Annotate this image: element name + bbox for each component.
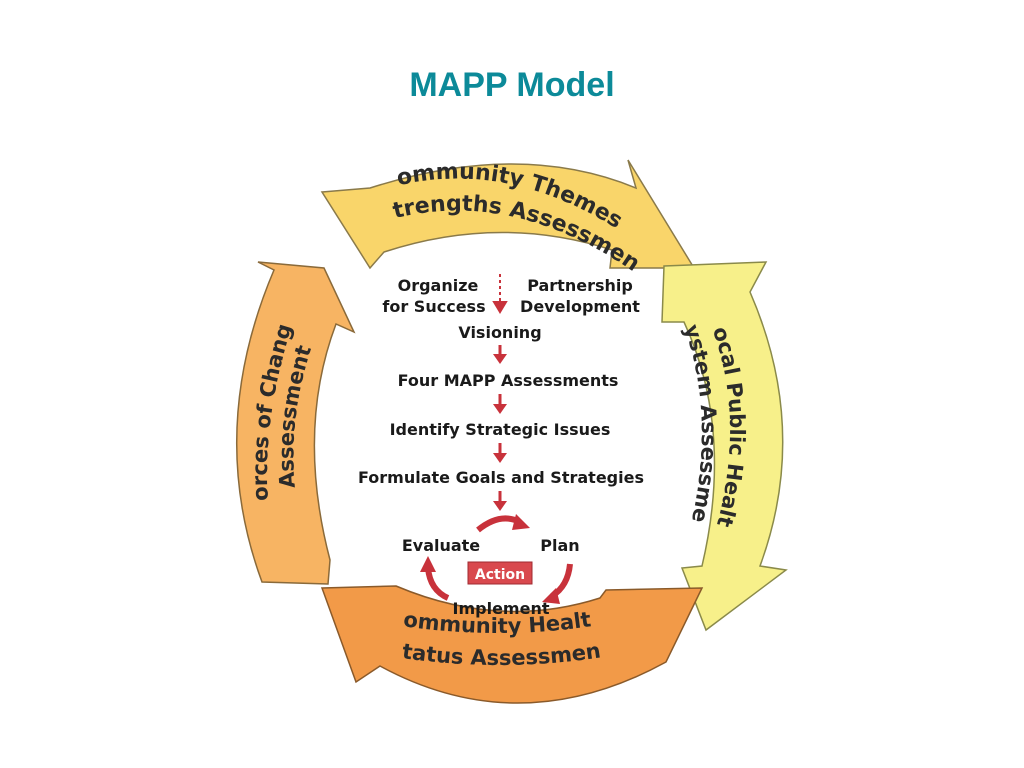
step-goals-strategies: Formulate Goals and Strategies — [358, 468, 644, 487]
arc-bottom-shape — [320, 585, 704, 704]
arc-community-health-status: Community Health Status Assessment — [0, 0, 704, 704]
arrow-down-icon — [493, 394, 507, 414]
step-plan: Plan — [540, 536, 579, 555]
cycle-arrowhead-icon — [512, 514, 530, 530]
process-flow: Organize for Success Partnership Develop… — [358, 274, 644, 618]
step-implement: Implement — [453, 599, 550, 618]
step-partnership-line1: Partnership — [527, 276, 633, 295]
cycle-arrowhead-icon — [542, 588, 560, 604]
arc-right-shape — [661, 261, 788, 632]
action-cycle: Evaluate Plan Action Implement — [402, 514, 580, 618]
arc-community-themes: Community Themes & Strengths Assessment — [0, 0, 696, 277]
step-organize-line2: for Success — [382, 297, 485, 316]
action-badge — [467, 561, 533, 585]
arc-left-shape — [236, 261, 356, 585]
page-title: MAPP Model — [409, 66, 615, 104]
step-four-assessments: Four MAPP Assessments — [398, 371, 619, 390]
step-evaluate: Evaluate — [402, 536, 480, 555]
arrow-down-icon — [493, 443, 507, 463]
cycle-arrow-left — [425, 567, 450, 601]
arrow-down-icon — [492, 298, 508, 314]
arrow-down-icon — [493, 491, 507, 511]
step-strategic-issues: Identify Strategic Issues — [390, 420, 611, 439]
step-partnership-line2: Development — [520, 297, 640, 316]
action-label: Action — [475, 567, 525, 583]
step-visioning: Visioning — [458, 323, 541, 342]
arc-forces-of-change: Forces of Change Assessment — [0, 0, 356, 585]
cycle-arrowhead-icon — [420, 556, 436, 572]
arrow-down-icon — [493, 345, 507, 364]
step-organize-line1: Organize — [398, 276, 479, 295]
arc-left-label-1: Forces of Change — [0, 0, 297, 501]
